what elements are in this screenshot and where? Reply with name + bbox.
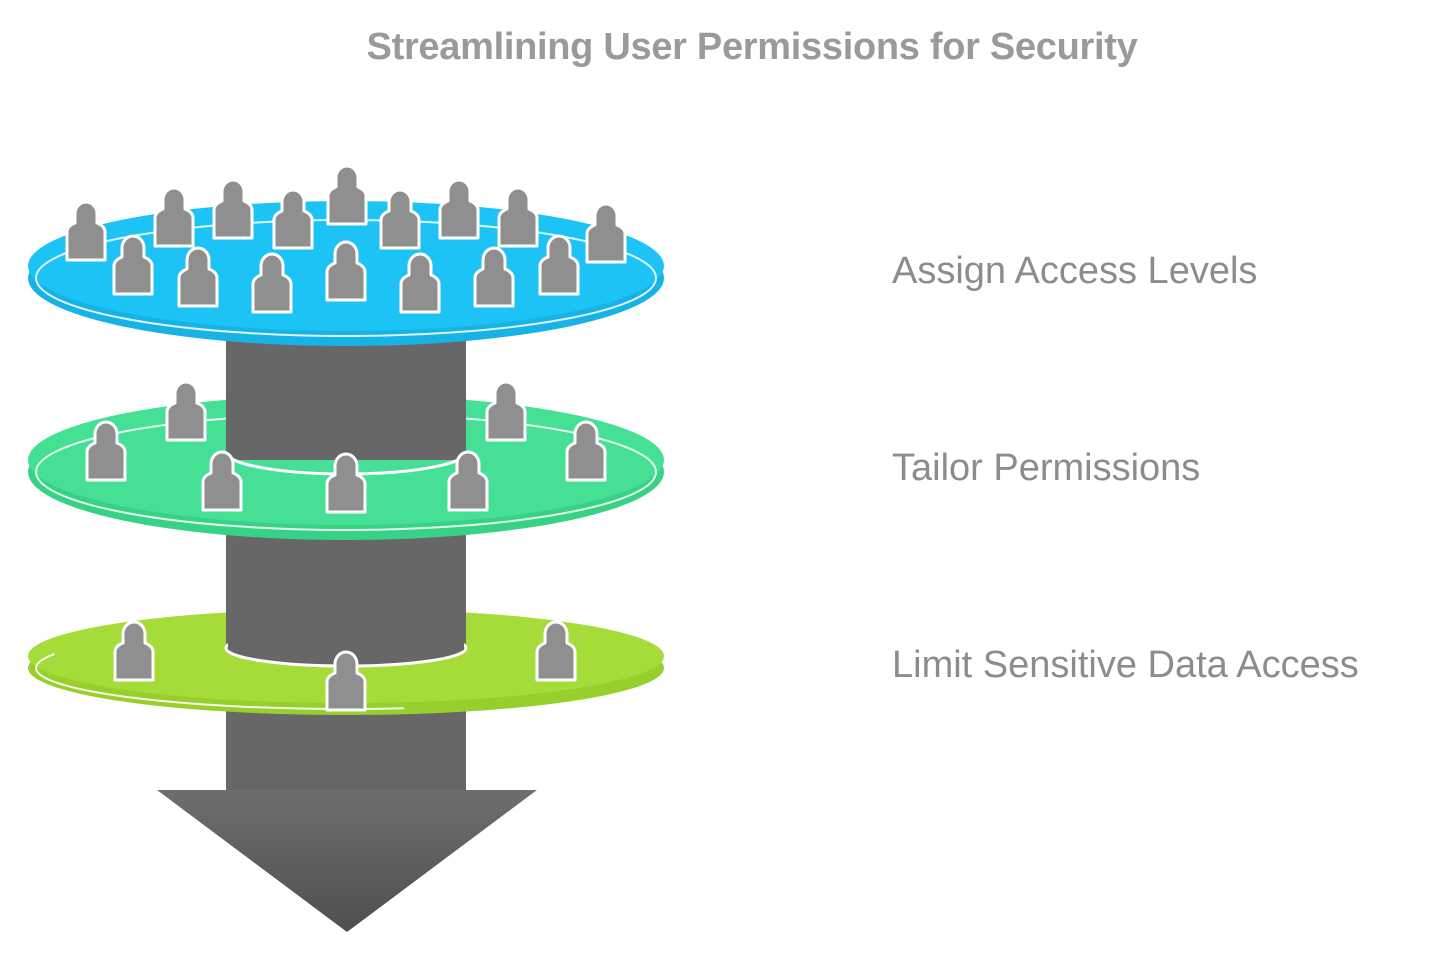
stage-label-3: Limit Sensitive Data Access	[892, 644, 1359, 686]
stage-label-1: Assign Access Levels	[892, 250, 1258, 292]
funnel-cylinder-upper	[226, 330, 466, 460]
arrow-down-icon	[157, 790, 537, 932]
diagram-title: Streamlining User Permissions for Securi…	[366, 26, 1138, 68]
stage-label-2: Tailor Permissions	[892, 447, 1201, 489]
flow-arrow-shaft	[226, 700, 466, 800]
